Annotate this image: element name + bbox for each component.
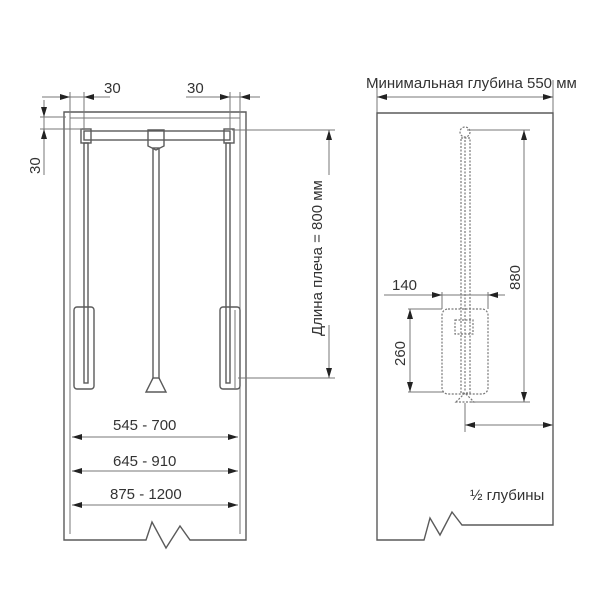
width-range-2: 645 - 910 [113, 453, 176, 470]
cabinet-front-view: 30 30 30 Длина плеча = 800 мм 545 - 700 … [27, 80, 338, 550]
dim-right-gap: 30 [187, 80, 204, 97]
height-880: 880 [507, 265, 524, 290]
dim-left-gap: 30 [104, 80, 121, 97]
half-depth-label: ½ глубины [470, 487, 544, 504]
arm-length-label: Длина плеча = 800 мм [309, 180, 326, 336]
hanger-rail [73, 128, 241, 393]
mechanism-outline [441, 126, 489, 403]
width-range-1: 545 - 700 [113, 417, 176, 434]
min-depth-label: Минимальная глубина 550 мм [366, 75, 577, 92]
height-260: 260 [392, 341, 409, 366]
dim-top-gap: 30 [27, 157, 44, 174]
width-range-3: 875 - 1200 [110, 486, 182, 503]
cabinet-side-view: Минимальная глубина 550 мм 880 140 260 [366, 75, 577, 541]
width-140: 140 [392, 277, 417, 294]
